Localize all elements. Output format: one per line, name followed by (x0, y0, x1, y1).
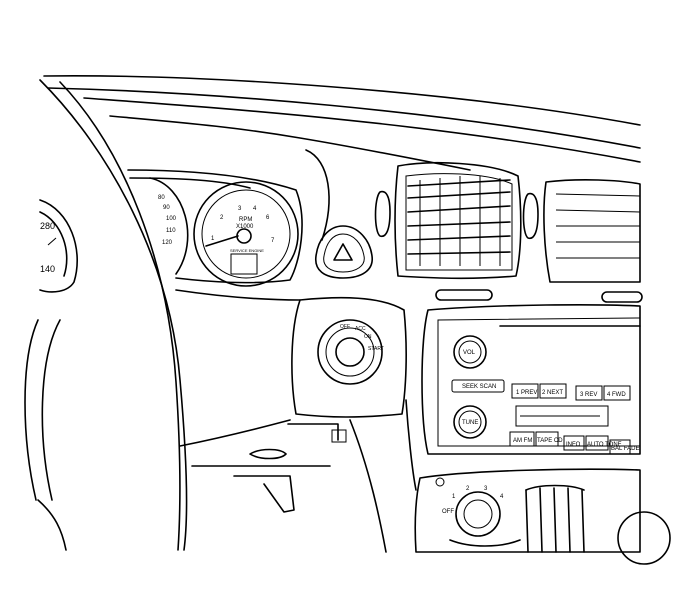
vent-side-slots (374, 190, 539, 240)
tape-cd-button[interactable] (535, 431, 559, 447)
tach-needle (205, 235, 239, 247)
radio-unit[interactable]: VOL TUNE SEEK SCAN 1 PREV 2 NEXT 3 REV 4… (421, 304, 641, 455)
tachometer: 1 2 3 4 6 7 RPM X1000 SERVICE ENGINE (193, 181, 299, 287)
fan-3-label: 3 (484, 486, 488, 492)
preset-4-label: 4 FWD (607, 392, 626, 398)
bal-fade-button[interactable] (609, 439, 631, 455)
fan-icon (435, 477, 445, 487)
tach-label-3: 3 (238, 206, 242, 212)
ignition-start-label: START (368, 346, 384, 352)
tach-label-4: 4 (253, 206, 257, 212)
tach-label-6: 6 (266, 215, 270, 221)
tach-small-text: SERVICE ENGINE (230, 248, 264, 253)
vent-bottom-tabs (435, 289, 643, 303)
right-air-vent (543, 179, 641, 283)
speedo-label-120: 120 (162, 240, 173, 246)
fan-2-label: 2 (466, 486, 470, 492)
volume-knob[interactable] (453, 335, 487, 369)
seek-scan-button[interactable] (451, 379, 505, 393)
left-gauge-label-280: 280 (40, 221, 55, 231)
hazard-button[interactable] (315, 225, 373, 279)
preset-3-label: 3 REV (580, 392, 597, 398)
seek-scan-label: SEEK SCAN (462, 384, 496, 390)
tach-x1000-label: X1000 (236, 224, 254, 230)
left-gauge: 280 140 (39, 199, 78, 293)
preset-2-button[interactable] (539, 383, 567, 399)
speedo-label-90: 90 (163, 205, 170, 211)
hazard-triangle-icon (333, 243, 353, 261)
preset-1-button[interactable] (511, 383, 539, 399)
ignition-on-label: ON (364, 334, 372, 340)
speedometer: 80 90 100 110 120 (149, 177, 189, 275)
auto-tone-label: AUTO TONE (587, 442, 622, 448)
tape-cd-label: TAPE CD (537, 438, 563, 444)
preset-4-button[interactable] (603, 385, 631, 401)
tach-label-2: 2 (220, 215, 224, 221)
fan-1-label: 1 (452, 494, 456, 500)
am-fm-button[interactable] (509, 431, 535, 447)
bal-fade-label: BAL FADE (611, 446, 639, 452)
auto-tone-button[interactable] (585, 435, 609, 451)
key-cylinder[interactable] (335, 337, 365, 367)
am-fm-label: AM FM (513, 438, 532, 444)
tach-rpm-label: RPM (239, 217, 252, 223)
fan-4-label: 4 (500, 494, 504, 500)
temperature-knob[interactable] (617, 511, 671, 565)
vol-label: VOL (463, 350, 476, 356)
dashboard-top-panel (43, 75, 641, 241)
left-gauge-needle (47, 237, 57, 246)
preset-2-label: 2 NEXT (542, 390, 563, 396)
tach-label-7: 7 (271, 238, 275, 244)
info-label: INFO (566, 442, 581, 448)
lower-dash-panel (179, 399, 417, 553)
preset-3-button[interactable] (575, 385, 603, 401)
instrument-cluster (127, 169, 303, 301)
diagnostic-connector (331, 429, 347, 443)
ignition-off-label: OFF (340, 324, 350, 330)
fan-off-label: OFF (442, 509, 454, 515)
left-gauge-label-140: 140 (40, 264, 55, 274)
speedo-label-110: 110 (166, 228, 176, 234)
steering-wheel (24, 79, 188, 551)
tune-label: TUNE (462, 420, 478, 426)
speedo-label-80: 80 (158, 195, 165, 201)
climate-control[interactable]: OFF 1 2 3 4 (414, 468, 671, 565)
center-air-vent (394, 162, 522, 280)
fan-speed-knob[interactable] (455, 491, 501, 537)
tune-knob[interactable] (453, 405, 487, 439)
ignition-switch[interactable]: OFF ACC ON START (291, 296, 407, 418)
speedo-label-100: 100 (166, 216, 177, 222)
info-button[interactable] (563, 435, 585, 451)
odometer-window (230, 253, 258, 275)
cassette-slot[interactable] (515, 405, 609, 427)
tach-label-1: 1 (211, 236, 215, 242)
ignition-acc-label: ACC (355, 326, 366, 332)
preset-1-label: 1 PREV (516, 390, 537, 396)
